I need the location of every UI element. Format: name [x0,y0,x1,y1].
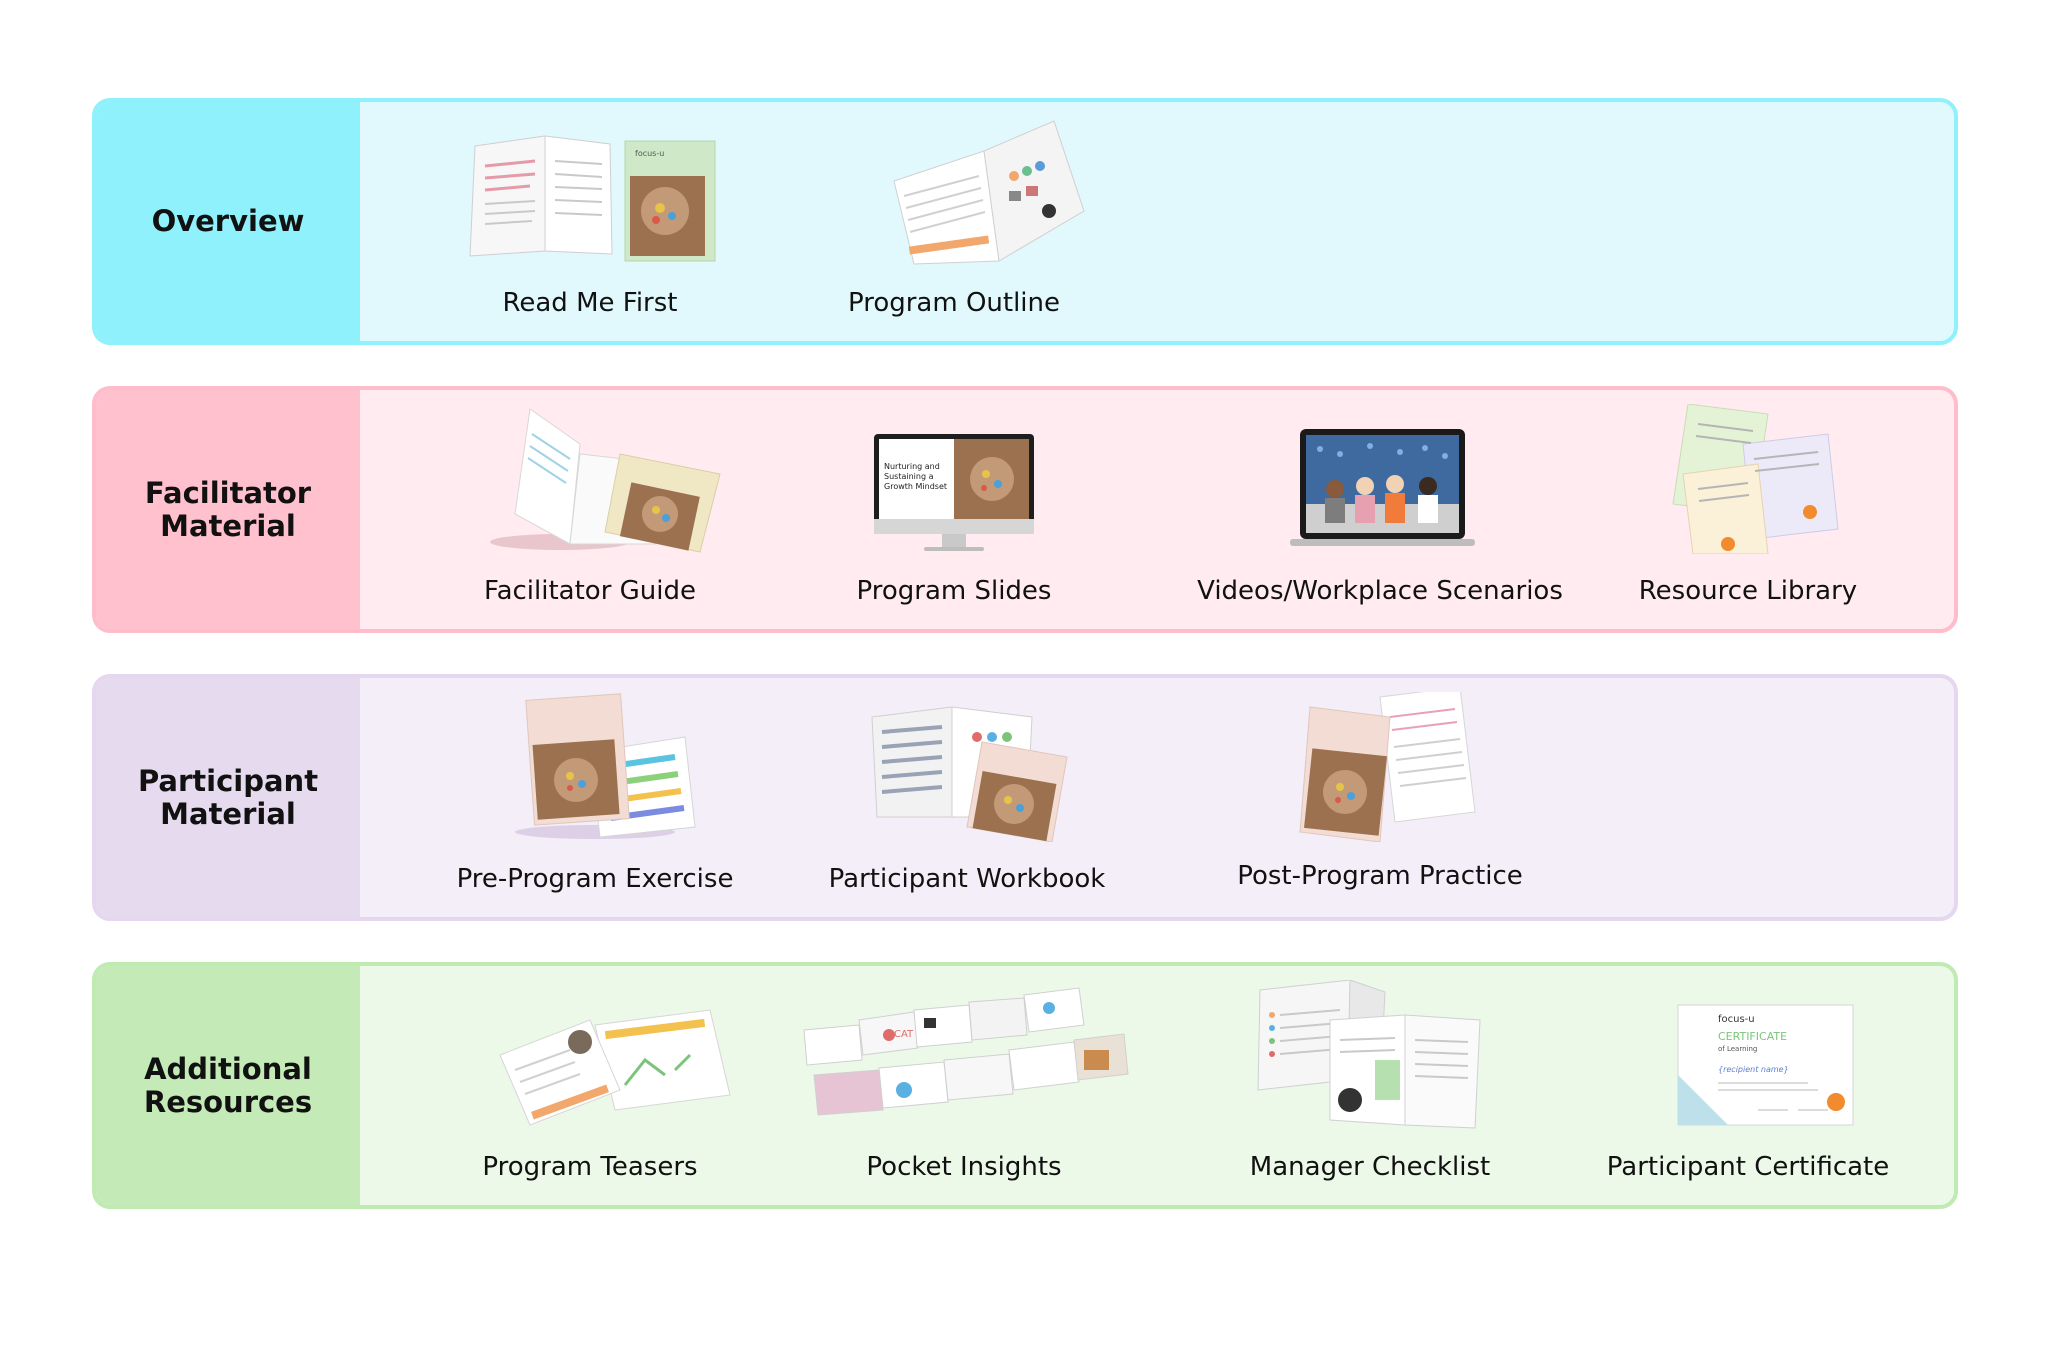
resource-pre-program-exercise[interactable]: Pre-Program Exercise [420,678,770,917]
svg-text:Sustaining a: Sustaining a [884,472,934,481]
section-label: Facilitator Material [96,390,360,629]
svg-text:Growth Mindset: Growth Mindset [884,482,947,491]
certificate-name: {recipient name} [1718,1065,1789,1074]
practice-sheets-icon [1210,692,1550,842]
item-label: Videos/Workplace Scenarios [1197,576,1563,606]
resource-post-program-practice[interactable]: Post-Program Practice [1180,678,1580,917]
svg-text:Nurturing and: Nurturing and [884,462,940,471]
section-label: Overview [96,102,360,341]
checklist-booklet-icon [1200,980,1540,1130]
section-additional-resources: Additional Resources Program Teasers [92,962,1958,1209]
item-label: Pocket Insights [866,1152,1062,1182]
resource-resource-library[interactable]: Resource Library [1578,390,1918,629]
document-stack-icon [1578,404,1918,554]
section-overview: Overview focus-u Read Me First [92,98,1958,345]
section-label: Additional Resources [96,966,360,1205]
teaser-cards-icon [420,980,760,1130]
certificate-subheading: of Learning [1718,1045,1757,1053]
item-label: Manager Checklist [1249,1152,1491,1182]
resource-pocket-insights[interactable]: CAT Pocket Insights [784,966,1144,1205]
section-facilitator-material: Facilitator Material Facilitator Guide [92,386,1958,633]
workbook-icon [792,692,1132,842]
item-label: Participant Certificate [1606,1152,1890,1182]
item-label: Resource Library [1638,576,1858,606]
insight-cards-icon: CAT [784,980,1144,1130]
svg-text:CAT: CAT [894,1029,914,1040]
resource-program-outline[interactable]: Program Outline [784,102,1124,341]
item-label: Program Outline [847,288,1061,318]
item-label: Participant Workbook [828,864,1106,894]
section-participant-material: Participant Material Pre-Program Exercis… [92,674,1958,921]
certificate-heading: CERTIFICATE [1718,1030,1787,1043]
resource-participant-workbook[interactable]: Participant Workbook [792,678,1142,917]
item-label: Program Slides [856,576,1052,606]
item-label: Pre-Program Exercise [456,864,734,894]
resource-facilitator-guide[interactable]: Facilitator Guide [420,390,760,629]
resource-program-teasers[interactable]: Program Teasers [420,966,760,1205]
monitor-slides-icon: Nurturing and Sustaining a Growth Mindse… [784,404,1124,554]
resource-videos-workplace-scenarios[interactable]: Videos/Workplace Scenarios [1170,390,1590,629]
guide-booklet-icon [420,404,760,554]
folded-outline-icon [784,116,1124,266]
item-label: Read Me First [502,288,678,318]
resource-program-slides[interactable]: Nurturing and Sustaining a Growth Mindse… [784,390,1124,629]
cover-brand: focus-u [635,149,664,158]
item-label: Facilitator Guide [484,576,696,606]
certificate-brand: focus-u [1718,1014,1755,1025]
laptop-video-icon [1210,404,1550,554]
exercise-booklet-icon [420,692,760,842]
section-label: Participant Material [96,678,360,917]
item-label: Post-Program Practice [1237,861,1523,891]
item-label: Program Teasers [482,1152,698,1182]
booklet-spread-icon: focus-u [420,116,760,266]
resource-manager-checklist[interactable]: Manager Checklist [1170,966,1570,1205]
certificate-icon: focus-u CERTIFICATE of Learning {recipie… [1578,980,1918,1130]
resource-read-me-first[interactable]: focus-u Read Me First [420,102,760,341]
resource-participant-certificate[interactable]: focus-u CERTIFICATE of Learning {recipie… [1578,966,1918,1205]
